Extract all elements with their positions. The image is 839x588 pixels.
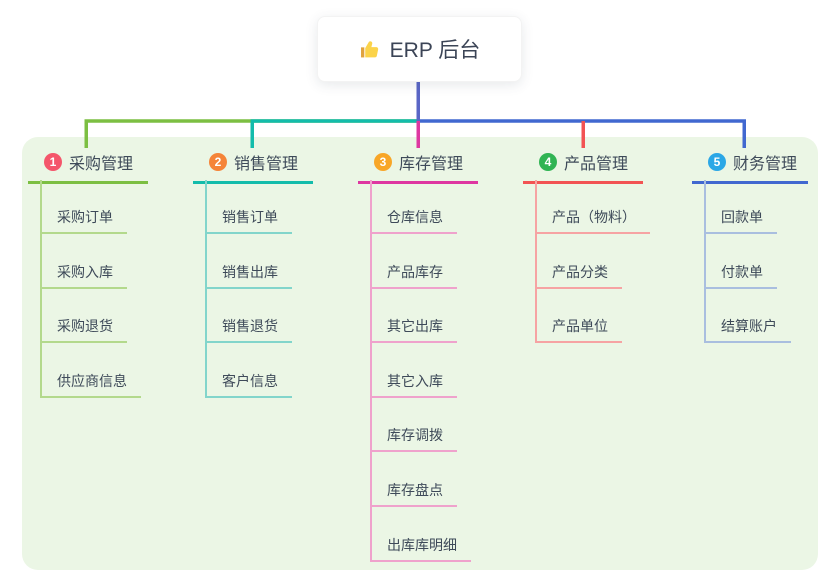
- child-node[interactable]: 仓库信息: [370, 204, 457, 234]
- child-node[interactable]: 产品库存: [370, 259, 457, 289]
- child-node[interactable]: 出库库明细: [370, 532, 471, 562]
- child-node[interactable]: 其它出库: [370, 313, 457, 344]
- branch-label: 采购管理: [69, 156, 134, 173]
- child-node[interactable]: 结算账户: [704, 313, 791, 344]
- child-node[interactable]: 回款单: [704, 204, 777, 234]
- branch-index-badge: 2: [209, 153, 227, 171]
- branch-header-3[interactable]: 3 库存管理: [358, 150, 478, 184]
- child-node[interactable]: 采购入库: [40, 259, 127, 289]
- child-node[interactable]: 客户信息: [205, 368, 292, 398]
- root-title: ERP 后台: [389, 39, 481, 62]
- child-node[interactable]: 销售出库: [205, 259, 292, 289]
- branch-index-badge: 1: [44, 153, 62, 171]
- branch-label: 产品管理: [564, 156, 629, 173]
- branch-header-1[interactable]: 1 采购管理: [28, 150, 148, 184]
- child-node[interactable]: 其它入库: [370, 368, 457, 398]
- child-node[interactable]: 供应商信息: [40, 368, 141, 398]
- branch-label: 销售管理: [234, 156, 299, 173]
- child-node[interactable]: 库存盘点: [370, 477, 457, 507]
- branch-header-2[interactable]: 2 销售管理: [193, 150, 313, 184]
- child-node[interactable]: 库存调拨: [370, 422, 457, 453]
- branch-label: 库存管理: [399, 156, 464, 173]
- branch-label: 财务管理: [733, 156, 798, 173]
- branch-index-badge: 5: [708, 153, 726, 171]
- branch-trunk-line: [704, 180, 706, 342]
- branch-trunk-line: [370, 180, 372, 560]
- child-node[interactable]: 产品分类: [535, 259, 622, 289]
- child-node[interactable]: 采购订单: [40, 204, 127, 234]
- branches-panel: [22, 137, 818, 570]
- child-node[interactable]: 销售订单: [205, 204, 292, 234]
- child-node[interactable]: 付款单: [704, 259, 777, 289]
- branch-header-4[interactable]: 4 产品管理: [523, 150, 643, 184]
- root-node[interactable]: ERP 后台: [317, 16, 522, 82]
- branch-edge-5: [418, 119, 746, 148]
- branch-index-badge: 4: [539, 153, 557, 171]
- child-node[interactable]: 采购退货: [40, 313, 127, 344]
- branch-index-badge: 3: [374, 153, 392, 171]
- branch-header-5[interactable]: 5 财务管理: [692, 150, 808, 184]
- child-node[interactable]: 产品（物料）: [535, 204, 650, 234]
- child-node[interactable]: 销售退货: [205, 313, 292, 344]
- thumbs-up-icon: [359, 38, 381, 60]
- child-node[interactable]: 产品单位: [535, 313, 622, 344]
- branch-edge-2: [250, 119, 419, 148]
- branch-trunk-line: [535, 180, 537, 342]
